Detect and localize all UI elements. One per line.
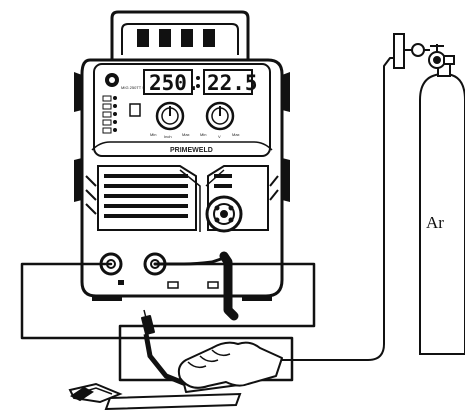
gas-regulator[interactable] [394, 34, 454, 68]
gas-label: Ar [426, 213, 444, 232]
model-label: MIG 250TT S [121, 85, 145, 90]
display-right-value: 22.5 [207, 71, 258, 95]
torch-connector[interactable] [207, 197, 241, 231]
brand-label: PRIMEWELD [170, 147, 213, 154]
svg-text:Min: Min [200, 132, 206, 137]
gas-cylinder: Ar [420, 62, 465, 354]
svg-text:Min: Min [150, 132, 156, 137]
svg-text:Max: Max [182, 132, 190, 137]
welder-machine: MIG 250TT S 250. 22.5 Min Inch [74, 12, 290, 301]
workpiece [106, 394, 240, 409]
display-left-value: 250. [149, 71, 200, 95]
svg-text:Inch: Inch [164, 134, 172, 139]
svg-text:Max: Max [232, 132, 240, 137]
carry-handle [112, 12, 248, 62]
svg-text:V: V [218, 134, 221, 139]
